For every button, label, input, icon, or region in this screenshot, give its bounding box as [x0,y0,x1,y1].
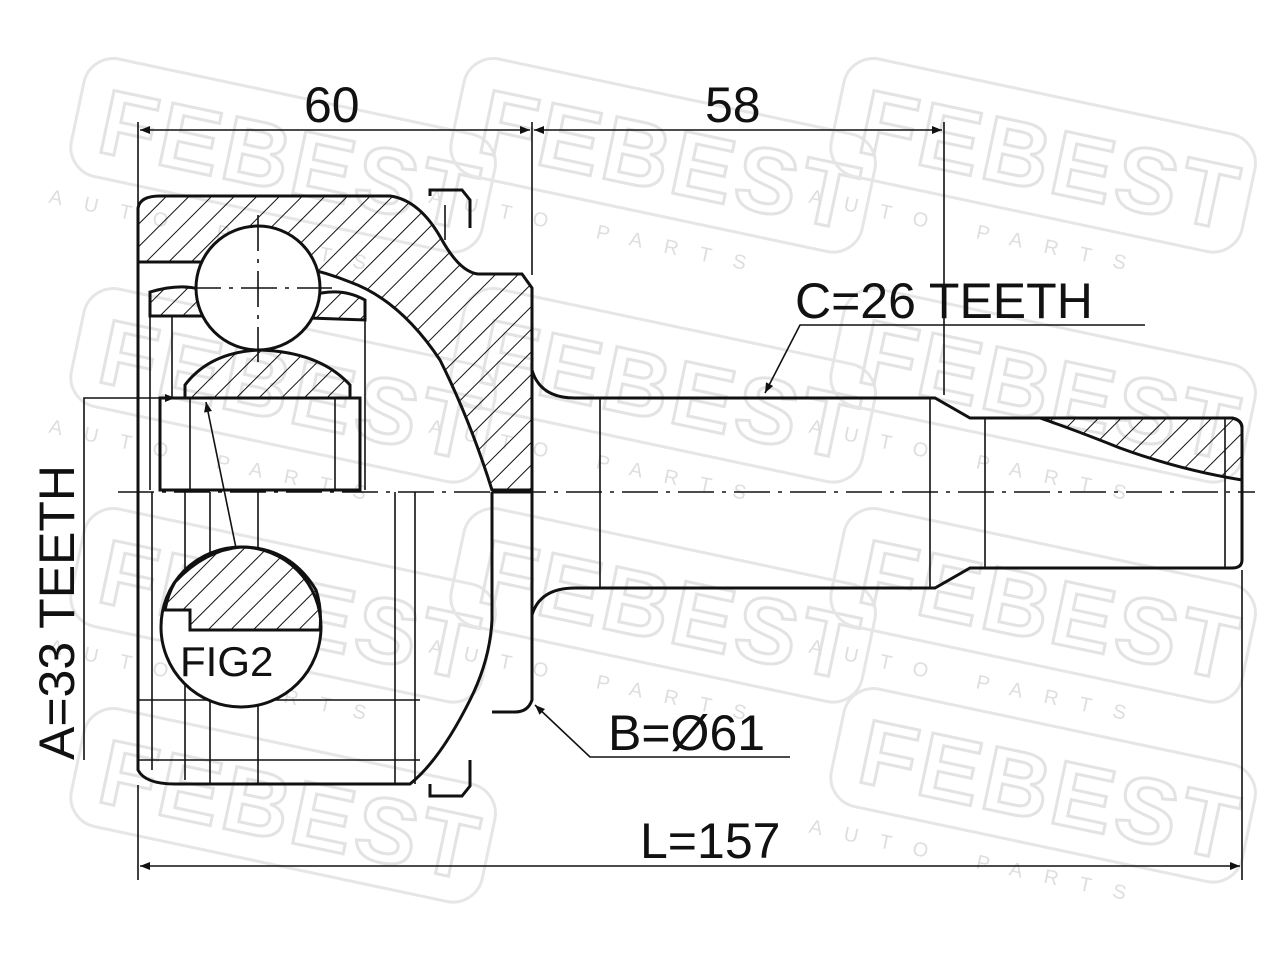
fig2-label: FIG2 [180,638,273,685]
dim-label-inner-splines: A=33 TEETH [29,465,85,760]
dim-label-right-length: 58 [705,77,761,133]
dimension-annotations: 60 58 L=157 C=26 TEETH B=Ø61 A=33 TEETH [29,77,1243,880]
leader-inner-splines [83,394,175,760]
fig2-detail: FIG2 [159,545,323,709]
svg-text:FEBEST: FEBEST [91,721,491,901]
dim-label-left-length: 60 [304,77,360,133]
ball-bearing [185,215,332,362]
fig2-leader-line [204,401,237,549]
stub-shaft [530,369,1244,616]
dim-label-total-length: L=157 [640,813,780,869]
dim-label-abs-ring: B=Ø61 [608,705,765,761]
outer-bell-housing [136,188,534,798]
leader-abs-ring [534,704,790,758]
leader-outer-splines [764,324,1145,394]
dim-label-outer-splines: C=26 TEETH [795,273,1093,329]
